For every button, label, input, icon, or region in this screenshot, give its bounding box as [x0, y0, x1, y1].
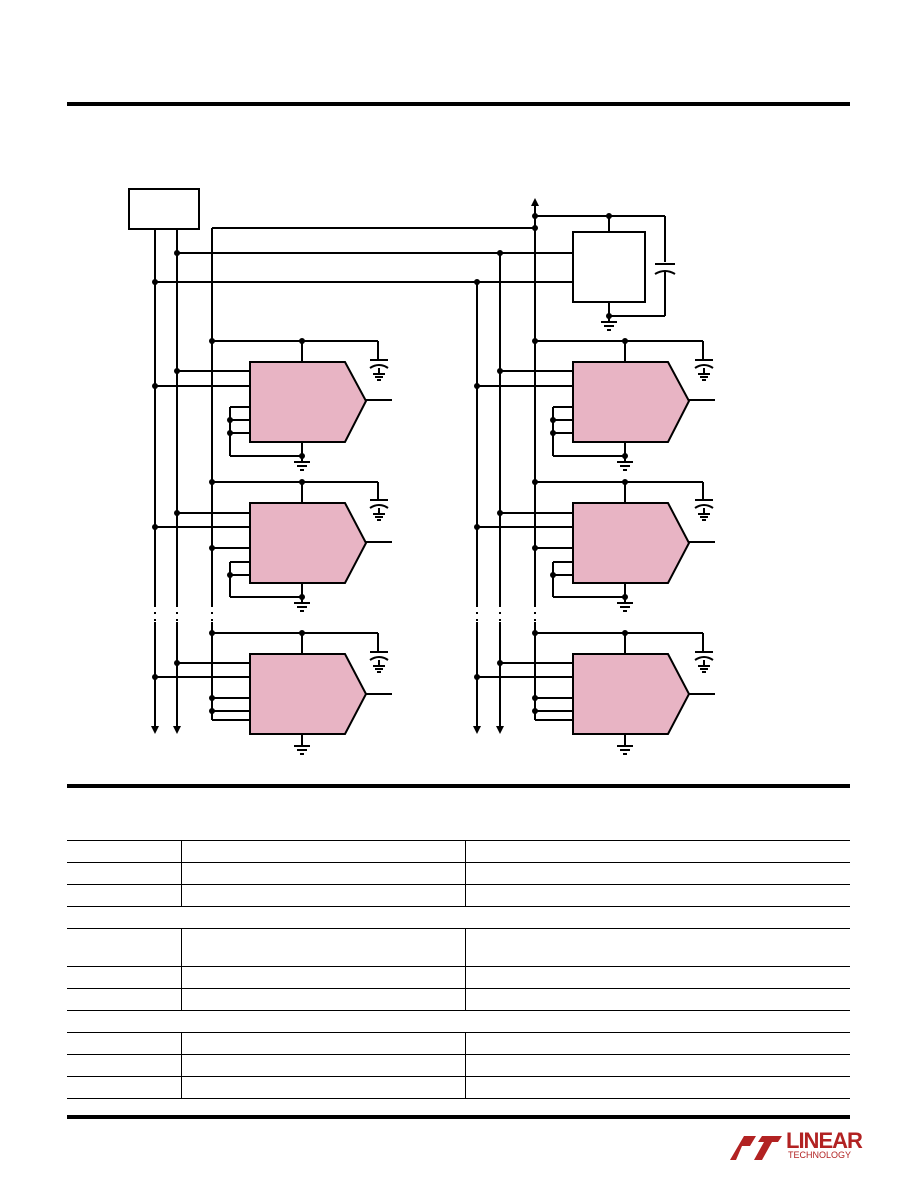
table-row	[67, 966, 850, 967]
unit-shape	[249, 361, 368, 443]
table-row	[67, 884, 850, 885]
section-rule	[67, 784, 850, 788]
unit-shape	[572, 502, 691, 584]
logo-subtext: TECHNOLOGY	[788, 1150, 852, 1160]
table-row	[67, 1010, 850, 1011]
controller-block	[128, 188, 200, 230]
table-row	[67, 840, 850, 841]
unit-shape	[249, 653, 368, 735]
reference-block	[572, 231, 646, 303]
unit-shape	[572, 361, 691, 443]
top-rule	[67, 102, 850, 106]
footer-rule	[67, 1115, 850, 1119]
column-divider	[465, 840, 466, 906]
linear-technology-logo: LINEAR TECHNOLOGY	[728, 1130, 863, 1164]
table-row	[67, 1076, 850, 1077]
column-divider	[181, 1032, 182, 1098]
unit-shape	[249, 502, 368, 584]
table-row	[67, 988, 850, 989]
lt-logo-icon	[730, 1136, 782, 1160]
table-row	[67, 862, 850, 863]
table-row	[67, 906, 850, 907]
related-parts-table	[67, 840, 850, 1100]
unit-right-2	[477, 481, 715, 612]
table-row	[67, 1032, 850, 1033]
column-divider	[465, 1032, 466, 1098]
table-row	[67, 1054, 850, 1055]
column-divider	[181, 928, 182, 1010]
table-row	[67, 1098, 850, 1099]
unit-left-3	[155, 632, 392, 755]
unit-right-1	[477, 340, 715, 471]
table-row	[67, 928, 850, 929]
unit-right-3	[477, 632, 715, 755]
column-divider	[181, 840, 182, 906]
unit-left-2	[155, 481, 392, 612]
typical-application-schematic	[128, 188, 715, 755]
unit-shape	[572, 653, 691, 735]
logo-wordmark: LINEAR	[786, 1128, 863, 1153]
column-divider	[465, 928, 466, 1010]
